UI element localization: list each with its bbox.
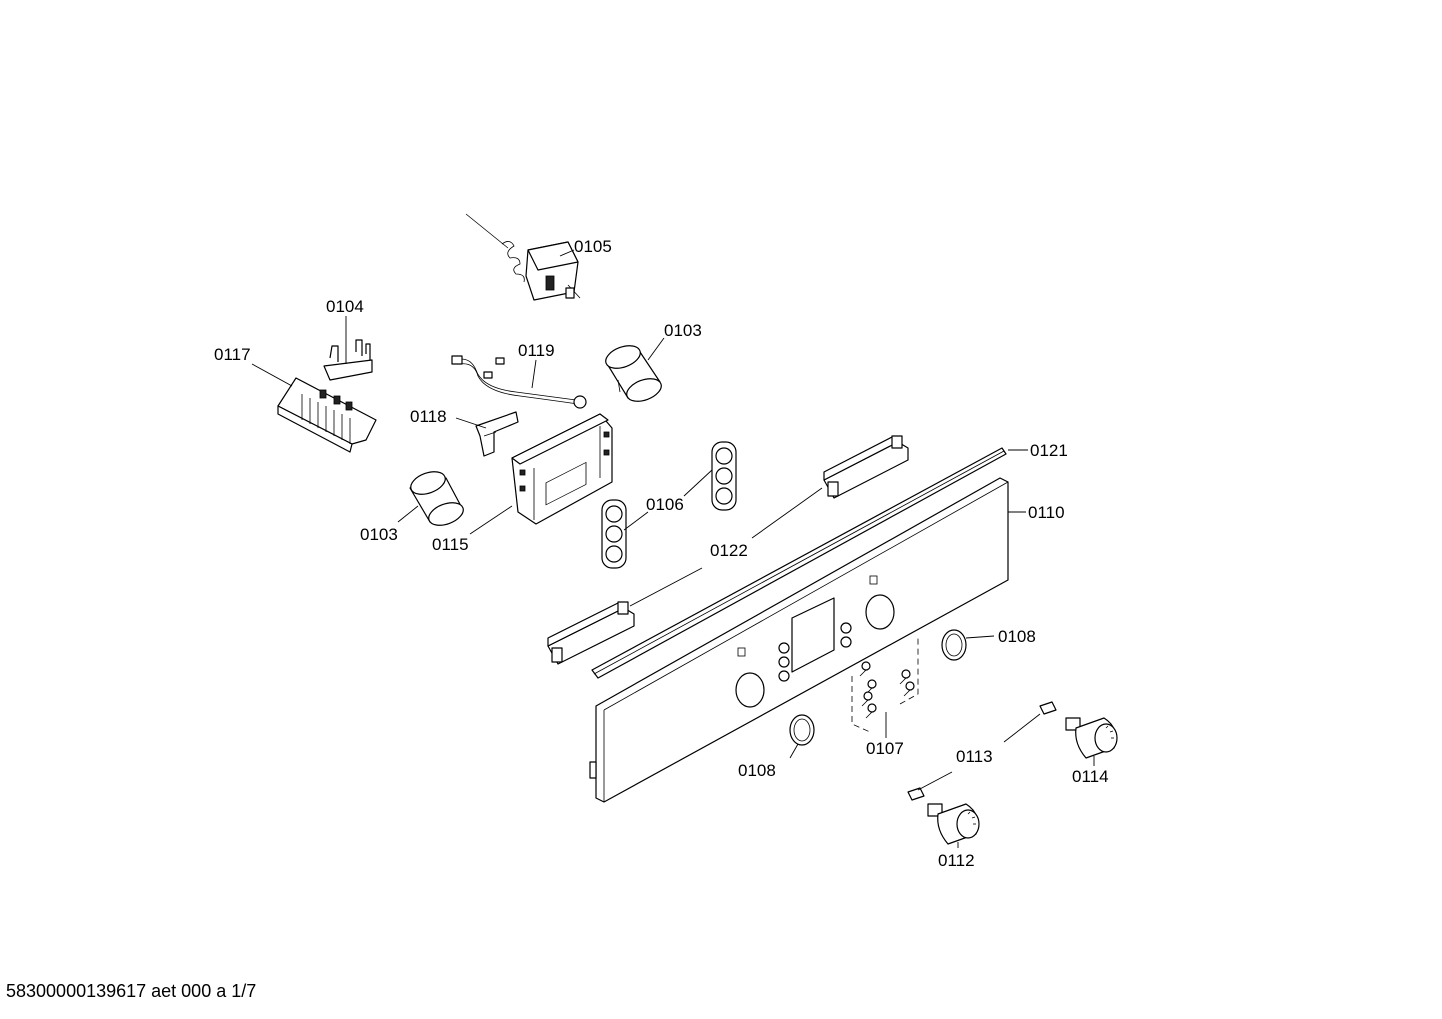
part-0108-ring-lower xyxy=(789,714,815,746)
part-0121-trim-strip xyxy=(591,447,1007,679)
label-0105: 0105 xyxy=(574,237,612,256)
leader-0106-b xyxy=(623,511,649,531)
leader-0113-b xyxy=(917,771,953,791)
label-0114: 0114 xyxy=(1072,767,1109,786)
part-0103-sleeve-lower xyxy=(409,471,464,526)
label-0115: 0115 xyxy=(432,535,469,554)
leader-0115 xyxy=(469,505,513,535)
label-0108-lower: 0108 xyxy=(738,761,776,780)
label-0118: 0118 xyxy=(410,407,447,426)
leader-0117 xyxy=(251,363,293,387)
part-0115-timer-module xyxy=(511,413,613,525)
leader-0105 xyxy=(559,249,575,257)
part-0114-knob xyxy=(1065,717,1118,759)
label-0113: 0113 xyxy=(956,747,993,766)
part-0122-bracket-upper xyxy=(823,435,909,499)
part-0122-bracket-lower xyxy=(547,601,635,665)
part-0117-terminal-block xyxy=(277,377,377,453)
part-0113-inserts xyxy=(907,701,1057,801)
part-0119-wire-harness xyxy=(451,355,587,409)
leader-0122-b xyxy=(629,567,703,607)
leader-0103-upper xyxy=(647,337,665,361)
part-0106-holder-a xyxy=(711,441,737,511)
part-0106-holder-b xyxy=(601,499,627,569)
leader-0108-upper xyxy=(965,635,995,639)
label-0121: 0121 xyxy=(1030,441,1068,460)
label-0104: 0104 xyxy=(326,297,364,316)
label-0106: 0106 xyxy=(646,495,684,514)
label-0103-lower: 0103 xyxy=(360,525,398,544)
label-0117: 0117 xyxy=(214,345,251,364)
label-0119: 0119 xyxy=(518,341,555,360)
part-0110-control-panel xyxy=(589,477,1009,803)
leader-0103-lower xyxy=(397,505,419,523)
document-id-footer: 58300000139617 aet 000 a 1/7 xyxy=(6,981,257,1001)
leader-0113-a xyxy=(1003,713,1041,743)
label-0107: 0107 xyxy=(866,739,904,758)
leader-0122-a xyxy=(751,487,823,539)
label-0103-upper: 0103 xyxy=(664,321,702,340)
leader-0119 xyxy=(531,359,537,389)
label-0122: 0122 xyxy=(710,541,748,560)
part-0112-knob xyxy=(927,803,980,845)
part-0118-clip xyxy=(475,411,519,457)
label-0108-upper: 0108 xyxy=(998,627,1036,646)
part-0108-ring-upper xyxy=(941,629,967,661)
label-0110: 0110 xyxy=(1028,503,1065,522)
part-0105-thermostat xyxy=(465,213,581,301)
leader-0118 xyxy=(455,417,487,429)
label-0112: 0112 xyxy=(938,851,975,870)
leader-0106-a xyxy=(683,469,713,497)
part-0104-bracket xyxy=(323,339,373,381)
part-0103-sleeve-upper xyxy=(605,345,662,402)
leader-0108-lower xyxy=(789,743,799,759)
part-0107-screws xyxy=(851,636,919,733)
